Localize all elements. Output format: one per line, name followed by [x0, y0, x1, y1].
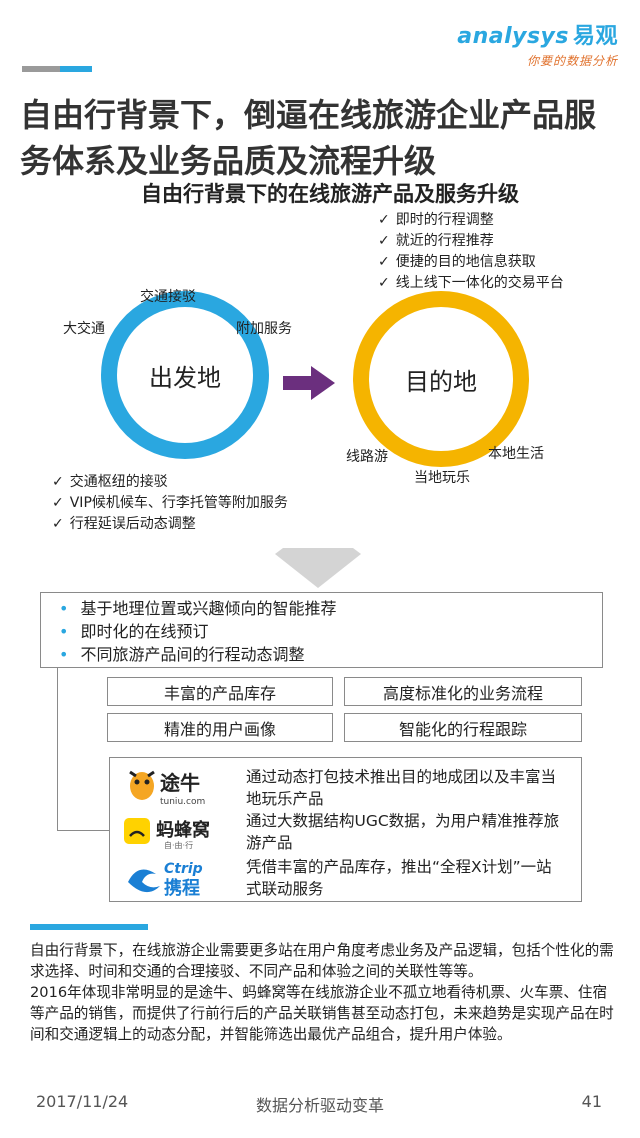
check-item: 即时的行程调整 — [378, 210, 564, 231]
destination-circle: 目的地 — [352, 290, 530, 468]
tuniu-desc: 通过动态打包技术推出目的地成团以及丰富当地玩乐产品 — [246, 768, 557, 808]
bullet-item: 即时化的在线预订 — [59, 620, 590, 643]
check-item: 就近的行程推荐 — [378, 231, 564, 252]
header-accent-bar — [22, 66, 92, 72]
company-row-ctrip: Ctrip 携程 凭借丰富的产品库存，推出“全程X计划”一站式联动服务 — [110, 854, 581, 900]
origin-label-major-transport: 大交通 — [63, 321, 105, 337]
summary-accent-bar — [30, 924, 148, 930]
footer-date: 2017/11/24 — [36, 1092, 129, 1111]
feature-box: 智能化的行程跟踪 — [344, 713, 582, 742]
origin-label: 出发地 — [149, 363, 221, 392]
footer-slogan: 数据分析驱动变革 — [255, 1096, 384, 1115]
tuniu-logo: 途牛 tuniu.com — [124, 764, 234, 808]
origin-checklist: 交通枢纽的接驳 VIP候机候车、行李托管等附加服务 行程延误后动态调整 — [52, 472, 288, 535]
ctrip-name: 携程 — [164, 877, 200, 898]
company-row-tuniu: 途牛 tuniu.com 通过动态打包技术推出目的地成团以及丰富当地玩乐产品 — [110, 762, 581, 810]
origin-label-transfer: 交通接驳 — [140, 289, 196, 305]
tuniu-name: 途牛 — [160, 771, 200, 795]
ctrip-logo: Ctrip 携程 — [124, 856, 236, 899]
check-item: VIP候机候车、行李托管等附加服务 — [52, 493, 288, 514]
summary-text: 自由行背景下，在线旅游企业需要更多站在用户角度考虑业务及产品逻辑，包括个性化的需… — [30, 942, 614, 1043]
feature-box: 精准的用户画像 — [107, 713, 333, 742]
page-title: 自由行背景下，倒逼在线旅游企业产品服务体系及业务品质及流程升级 — [20, 96, 597, 180]
destination-label-route: 线路游 — [346, 449, 388, 465]
feature-box: 丰富的产品库存 — [107, 677, 333, 706]
ctrip-sub: Ctrip — [164, 861, 203, 877]
mafengwo-name: 蚂蜂窝 — [156, 819, 210, 841]
company-examples: 途牛 tuniu.com 通过动态打包技术推出目的地成团以及丰富当地玩乐产品 蚂… — [109, 757, 582, 902]
destination-label-local-life: 本地生活 — [488, 446, 544, 462]
destination-ring-icon — [353, 291, 529, 467]
logo-cn: 易观 — [572, 24, 618, 49]
company-row-mafengwo: 蚂蜂窝 自·由·行 通过大数据结构UGC数据，为用户精准推荐旅游产品 — [110, 810, 581, 854]
bullet-item: 基于地理位置或兴趣倾向的智能推荐 — [59, 597, 590, 620]
destination-label-local-fun: 当地玩乐 — [414, 470, 470, 486]
feature-box: 高度标准化的业务流程 — [344, 677, 582, 706]
tuniu-sub: tuniu.com — [160, 797, 205, 807]
origin-ring-icon — [101, 291, 269, 459]
connector-line — [57, 830, 109, 831]
ctrip-desc: 凭借丰富的产品库存，推出“全程X计划”一站式联动服务 — [246, 858, 552, 898]
destination-label: 目的地 — [405, 367, 477, 396]
bullet-item: 不同旅游产品间的行程动态调整 — [59, 643, 590, 666]
down-arrow-icon — [275, 548, 361, 588]
mafengwo-logo: 蚂蜂窝 自·由·行 — [124, 812, 234, 852]
check-item: 线上线下一体化的交易平台 — [378, 273, 564, 294]
origin-label-addon: 附加服务 — [236, 321, 292, 337]
check-item: 交通枢纽的接驳 — [52, 472, 288, 493]
logo-slogan: 你要的数据分析 — [526, 54, 618, 68]
connector-line — [57, 668, 58, 831]
logo-en: analysys — [457, 24, 569, 49]
right-arrow-icon — [283, 366, 335, 400]
destination-checklist: 即时的行程调整 就近的行程推荐 便捷的目的地信息获取 线上线下一体化的交易平台 — [378, 210, 564, 294]
check-item: 便捷的目的地信息获取 — [378, 252, 564, 273]
mafengwo-desc: 通过大数据结构UGC数据，为用户精准推荐旅游产品 — [246, 812, 560, 852]
diagram-subtitle: 自由行背景下的在线旅游产品及服务升级 — [141, 182, 519, 206]
page-number: 41 — [581, 1092, 602, 1111]
mafengwo-sub: 自·由·行 — [164, 840, 193, 850]
check-item: 行程延误后动态调整 — [52, 514, 288, 535]
capability-bullets: 基于地理位置或兴趣倾向的智能推荐 即时化的在线预订 不同旅游产品间的行程动态调整 — [40, 592, 603, 668]
origin-circle: 出发地 — [100, 290, 270, 460]
